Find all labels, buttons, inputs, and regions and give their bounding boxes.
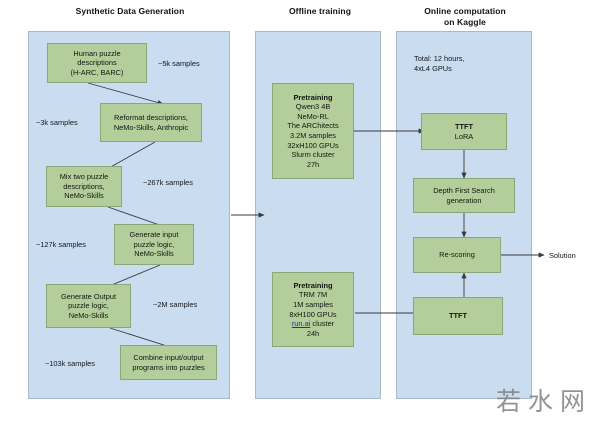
node-title: TTFT bbox=[454, 121, 474, 131]
node-line: Qwen3 4B bbox=[295, 102, 331, 112]
label-solution: Solution bbox=[549, 251, 576, 260]
label-samples-103k: ~103k samples bbox=[45, 359, 95, 368]
column-title-online: Online computation on Kaggle bbox=[424, 6, 506, 27]
node-re-scoring[interactable]: Re-scoring bbox=[413, 237, 501, 273]
node-line: (H-ARC, BARC) bbox=[70, 67, 124, 77]
panel-online-computation bbox=[396, 31, 532, 399]
label-samples-3k: ~3k samples bbox=[36, 118, 78, 127]
node-title: Pretraining bbox=[293, 280, 333, 290]
label-samples-2m: ~2M samples bbox=[153, 300, 198, 309]
node-ttft-lora[interactable]: TTFT LoRA bbox=[421, 113, 507, 150]
node-line: Generate input bbox=[129, 230, 179, 240]
node-line: NeMo-Skills bbox=[68, 310, 109, 320]
node-line: Mix two puzzle bbox=[59, 172, 109, 182]
node-pretraining-qwen3[interactable]: Pretraining Qwen3 4B NeMo-RL The ARChite… bbox=[272, 83, 354, 179]
node-line: generation bbox=[446, 195, 482, 205]
node-line: LoRA bbox=[454, 131, 474, 141]
label-samples-127k: ~127k samples bbox=[36, 240, 86, 249]
node-reformat-descriptions[interactable]: Reformat descriptions, NeMo-Skills, Anth… bbox=[100, 103, 202, 142]
cluster-text: cluster bbox=[310, 319, 335, 329]
panel-synthetic-data-generation bbox=[28, 31, 230, 399]
node-line: 1M samples bbox=[293, 299, 333, 309]
node-line: Slurm cluster bbox=[291, 150, 335, 160]
node-line: puzzle logic, bbox=[133, 239, 175, 249]
column-title-offline: Offline training bbox=[288, 6, 352, 16]
node-line: Human puzzle bbox=[73, 48, 121, 58]
runai-link[interactable]: run.ai bbox=[291, 319, 311, 329]
node-title: Pretraining bbox=[293, 92, 333, 102]
node-line: descriptions, bbox=[63, 181, 105, 191]
node-line: NeMo-Skills bbox=[134, 249, 174, 259]
node-human-puzzle-descriptions[interactable]: Human puzzle descriptions (H-ARC, BARC) bbox=[47, 43, 147, 83]
watermark: 若水网 bbox=[495, 387, 592, 416]
node-line: NeMo-RL bbox=[297, 111, 329, 121]
node-combine-programs-into-puzzles[interactable]: Combine input/output programs into puzzl… bbox=[120, 345, 217, 380]
label-online-total-budget: Total: 12 hours, 4xL4 GPUs bbox=[414, 54, 524, 74]
node-line: Re-scoring bbox=[439, 250, 475, 260]
node-line: puzzle logic, bbox=[68, 301, 109, 311]
node-line: descriptions bbox=[77, 58, 117, 68]
node-line: The ARChitects bbox=[287, 121, 339, 131]
node-ttft[interactable]: TTFT bbox=[413, 297, 503, 335]
node-line-cluster: run.ai cluster bbox=[276, 319, 350, 329]
node-generate-output-puzzle-logic[interactable]: Generate Output puzzle logic, NeMo-Skill… bbox=[46, 284, 131, 328]
label-samples-267k: ~267k samples bbox=[143, 178, 193, 187]
column-title-synthetic: Synthetic Data Generation bbox=[75, 6, 185, 16]
node-mix-two-puzzle-descriptions[interactable]: Mix two puzzle descriptions, NeMo-Skills bbox=[46, 166, 122, 207]
node-depth-first-search-generation[interactable]: Depth First Search generation bbox=[413, 178, 515, 213]
node-line: NeMo-Skills, Anthropic bbox=[113, 122, 189, 132]
node-line: NeMo-Skills bbox=[64, 191, 104, 201]
node-line: Depth First Search bbox=[433, 185, 495, 195]
node-line: Generate Output bbox=[60, 291, 117, 301]
label-line: Total: 12 hours, bbox=[414, 54, 465, 63]
node-line: 32xH100 GPUs bbox=[287, 140, 339, 150]
node-line: TRM 7M bbox=[298, 290, 328, 300]
node-title: TTFT bbox=[448, 311, 468, 321]
node-line: Reformat descriptions, bbox=[114, 112, 188, 122]
node-generate-input-puzzle-logic[interactable]: Generate input puzzle logic, NeMo-Skills bbox=[114, 224, 194, 265]
node-line: Combine input/output bbox=[133, 352, 204, 362]
node-line: 24h bbox=[306, 328, 320, 338]
node-line: 8xH100 GPUs bbox=[289, 309, 337, 319]
label-samples-5k: ~5k samples bbox=[158, 59, 200, 68]
node-pretraining-trm[interactable]: Pretraining TRM 7M 1M samples 8xH100 GPU… bbox=[272, 272, 354, 347]
label-line: 4xL4 GPUs bbox=[414, 64, 452, 73]
node-line: 27h bbox=[306, 159, 320, 169]
node-line: programs into puzzles bbox=[132, 362, 205, 372]
node-line: 3.2M samples bbox=[289, 131, 336, 140]
